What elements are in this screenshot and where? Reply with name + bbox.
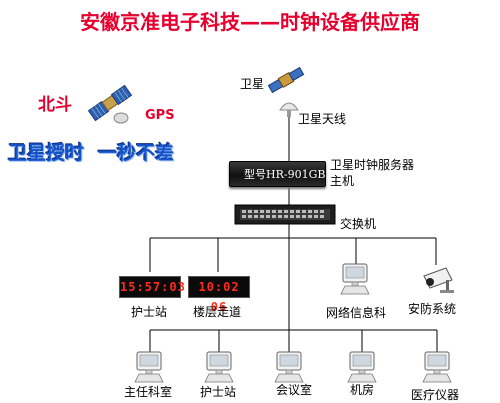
antenna-label: 卫星天线 [298, 112, 347, 126]
server-label-line2: 主机 [330, 174, 355, 188]
page-title: 安徽京准电子科技——时钟设备供应商 [80, 10, 420, 34]
label-corridor: 楼层走道 [193, 305, 242, 319]
computer-icon-nurse [204, 351, 234, 383]
tree-level1-lines [149, 224, 438, 352]
satellite-icon [267, 66, 305, 94]
computer-icon-server-room [347, 351, 377, 383]
promo-satellite-icon [87, 84, 133, 124]
security-camera-icon [423, 267, 454, 293]
slogan-left: 卫星授时 [8, 142, 85, 164]
time-server-unit: 型号HR-901GB [229, 161, 326, 187]
label-network-dept: 网络信息科 [326, 306, 387, 320]
label-medical-instruments: 医疗仪器 [411, 388, 460, 402]
beidou-label: 北斗 [38, 95, 72, 115]
promo-slogan: 卫星授时一秒不差 [8, 138, 174, 165]
slogan-right: 一秒不差 [98, 142, 175, 164]
antenna-icon [279, 102, 299, 117]
label-meeting-room: 会议室 [276, 383, 313, 397]
network-switch-icon [234, 204, 336, 225]
digital-clock-1: 15:57:03 [119, 276, 185, 298]
computer-icon-medical [422, 351, 452, 383]
label-server-room: 机房 [350, 383, 375, 397]
label-security: 安防系统 [408, 302, 457, 316]
computer-icon-network [340, 263, 370, 295]
label-nurse-station-1: 护士站 [131, 305, 168, 319]
satellite-label: 卫星 [240, 77, 265, 91]
label-director-office: 主任科室 [124, 385, 173, 399]
digital-clock-2: 10:02 06 [188, 276, 250, 314]
computer-icon-director [134, 351, 164, 383]
server-label-line1: 卫星时钟服务器 [330, 158, 415, 172]
server-model: 型号HR-901GB [244, 168, 326, 181]
gps-label: GPS [145, 108, 175, 123]
switch-label: 交换机 [340, 217, 377, 231]
label-nurse-station-2: 护士站 [200, 385, 237, 399]
computer-icon-meeting [274, 351, 304, 383]
